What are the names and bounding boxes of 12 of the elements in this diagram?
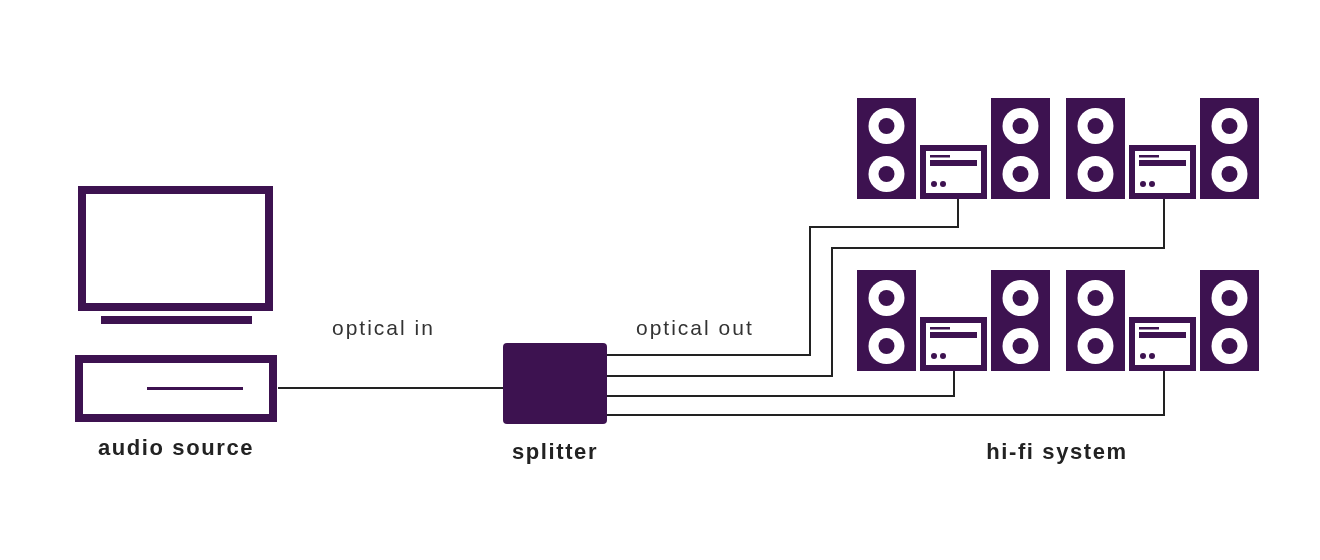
hifi-system-drawing <box>1066 270 1259 371</box>
hifi-system-drawing <box>857 270 1050 371</box>
hifi-system-drawing <box>857 98 1050 199</box>
optical-cable <box>606 370 955 397</box>
hifi-system-drawing <box>1066 98 1259 199</box>
optical-cable <box>606 198 1165 377</box>
optical-cable <box>606 198 959 356</box>
optical-cable <box>606 370 1165 416</box>
optical-cable <box>277 387 504 389</box>
device-label: audio source <box>97 435 255 461</box>
device-label: splitter <box>511 439 599 465</box>
group-label: hi-fi system <box>986 439 1128 465</box>
